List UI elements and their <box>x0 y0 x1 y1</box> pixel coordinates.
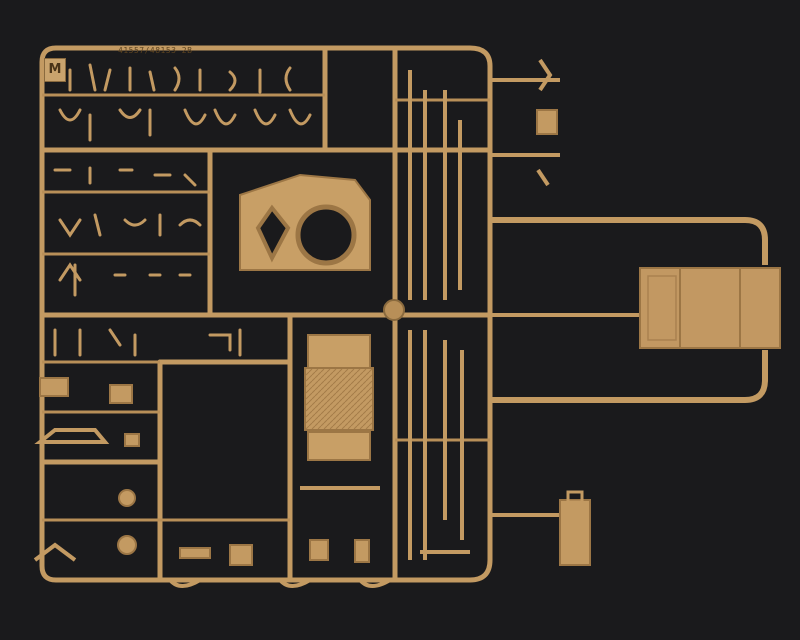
hull-plate <box>239 173 371 271</box>
jerrycan-part <box>490 490 591 566</box>
top-right-parts <box>490 58 560 187</box>
sprue-hub <box>383 299 405 321</box>
sprue-letter-tag: M <box>44 58 66 82</box>
runners <box>42 93 490 522</box>
storage-box-runner <box>490 217 781 403</box>
small-parts <box>53 63 312 357</box>
lower-middle-parts <box>300 486 470 563</box>
rod-parts <box>408 70 464 560</box>
bottom-gates <box>168 578 392 588</box>
mold-code-label: 41557/48153 2B <box>118 46 193 55</box>
lower-left-parts <box>33 377 253 566</box>
sprue-frame <box>39 45 493 583</box>
tread-plates <box>304 334 374 461</box>
